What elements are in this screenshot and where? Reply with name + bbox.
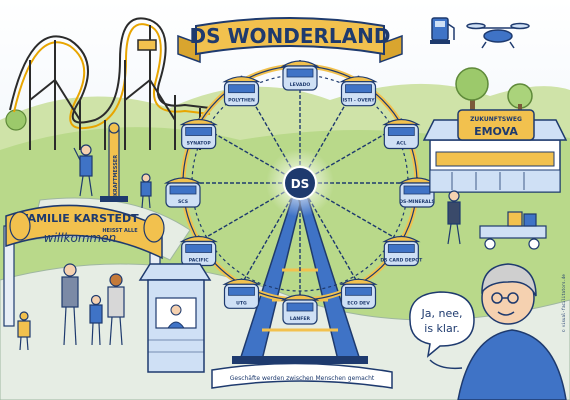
speech-line-1: Ja, nee, bbox=[421, 307, 463, 320]
gondola: PACIFIC bbox=[179, 235, 218, 267]
worker-figure bbox=[73, 144, 93, 197]
gondola: ISTI - OVERY bbox=[339, 75, 378, 107]
caption-ribbon: Geschäfte werden zwischen Menschen gemac… bbox=[211, 362, 393, 389]
caption-text: Geschäfte werden zwischen Menschen gemac… bbox=[230, 375, 375, 382]
gondola-label: POLYTHEN bbox=[228, 98, 255, 104]
roller-coaster bbox=[9, 17, 211, 150]
gondola: ECO DEV bbox=[339, 278, 378, 309]
gondola: LEVADO bbox=[280, 60, 320, 91]
gondola-label: ACL bbox=[396, 141, 406, 147]
drone-icon bbox=[466, 22, 530, 49]
hub-logo: DS bbox=[291, 177, 310, 191]
gondola: SYNATOP bbox=[179, 118, 218, 150]
man-figure bbox=[447, 190, 461, 245]
family-figures bbox=[17, 263, 125, 351]
arch-subline: HEISST ALLE bbox=[102, 228, 138, 234]
gondola-label: LEVADO bbox=[290, 82, 311, 88]
credit-text: © visual-facilitators.de bbox=[561, 274, 566, 332]
gondola: UTG bbox=[222, 278, 261, 309]
gondola: SCS bbox=[163, 177, 203, 208]
gondola-label: SCS bbox=[178, 199, 188, 205]
ticket-booth bbox=[138, 263, 212, 373]
high-striker-label: KRAFTMESSER bbox=[113, 155, 119, 196]
banner-title: DS WONDERLAND bbox=[190, 24, 391, 48]
gondola-label: DS CARD DEPOT bbox=[380, 258, 423, 264]
speech-bubble: Ja, nee, is klar. bbox=[409, 291, 475, 358]
gondola: LANFER bbox=[280, 294, 320, 325]
wheel-hub: DS bbox=[266, 149, 334, 217]
emova-booth: ZUKUNFTSWEG EMOVA bbox=[422, 109, 568, 193]
gondola-ring: LEVADO ISTI - OVERY ACL DS-MINERALS DS CARD … bbox=[163, 60, 437, 325]
gondola-label: DS-MINERALS bbox=[399, 199, 435, 205]
gondola: ACL bbox=[382, 118, 421, 150]
gondola: POLYTHEN bbox=[222, 75, 261, 107]
gondola: DS CARD DEPOT bbox=[380, 235, 423, 267]
arch-welcome: willkommen bbox=[44, 231, 116, 245]
high-striker: KRAFTMESSER bbox=[100, 122, 128, 202]
child-figure bbox=[140, 173, 152, 209]
fuel-pump-icon bbox=[430, 17, 455, 44]
speech-line-2: is klar. bbox=[424, 322, 459, 335]
gondola-label: PACIFIC bbox=[189, 258, 209, 264]
gondola-label: ECO DEV bbox=[347, 300, 370, 306]
booth-title-main: EMOVA bbox=[474, 125, 518, 138]
cart bbox=[479, 211, 547, 250]
gondola-label: SYNATOP bbox=[187, 141, 212, 147]
tree-left bbox=[5, 109, 27, 131]
gondola-label: UTG bbox=[236, 300, 247, 306]
welcome-arch: FAMILIE KARSTEDT HEISST ALLE willkommen bbox=[3, 204, 165, 327]
gondola-label: LANFER bbox=[290, 316, 311, 322]
narrator-figure bbox=[429, 263, 567, 400]
gondola-label: ISTI - OVERY bbox=[342, 98, 375, 104]
booth-title-top: ZUKUNFTSWEG bbox=[470, 116, 522, 123]
title-banner: DS WONDERLAND bbox=[177, 17, 403, 64]
arch-family: FAMILIE KARSTEDT bbox=[21, 212, 139, 225]
